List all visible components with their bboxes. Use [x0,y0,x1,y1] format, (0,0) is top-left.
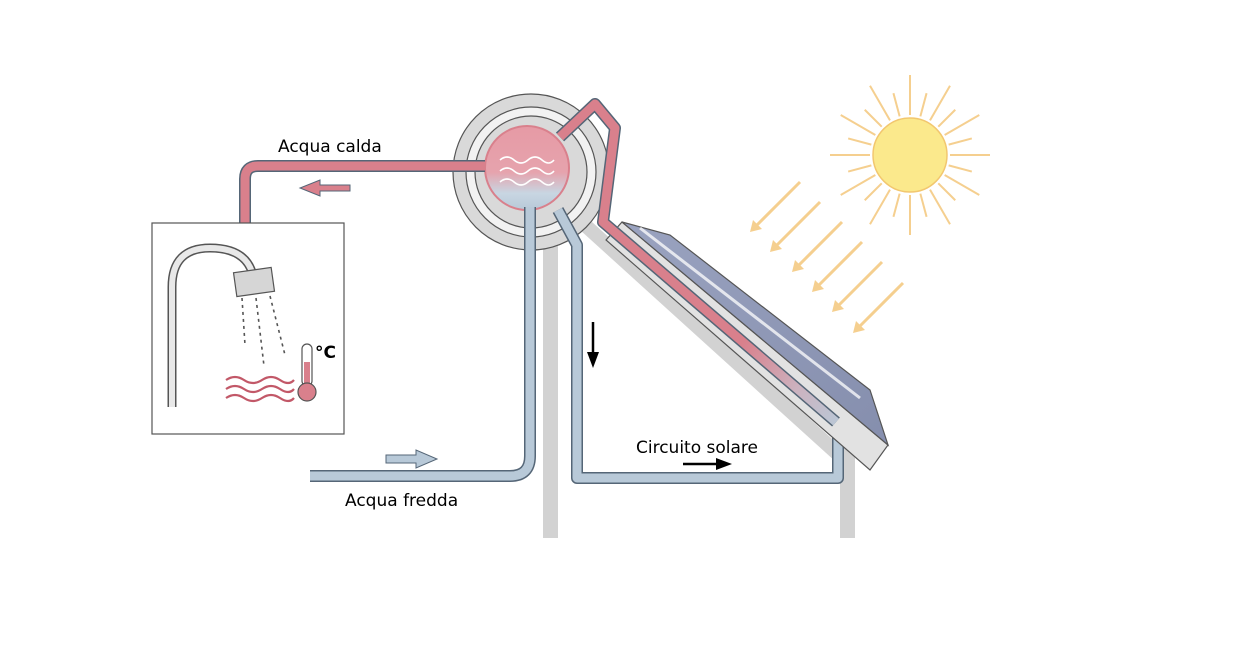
solar-circuit-down-arrow [587,322,599,368]
sunlight-arrow [754,180,802,228]
panel-support-beam [580,222,850,462]
sun-ray [944,174,980,196]
sunlight-arrow-head [853,321,865,333]
solar-circuit-label: Circuito solare [636,438,758,458]
sun-ray [937,109,956,128]
sun-ray [869,189,891,225]
sun-ray [919,92,928,117]
sun-ray [948,137,973,146]
shower-head [232,266,276,298]
water-spray [241,295,286,367]
sun-ray [892,193,901,218]
sun-ray [937,182,956,201]
sunlight-arrow [857,281,905,329]
sunlight-arrow-head [832,300,844,312]
temperature-unit-label: °C [315,343,336,363]
cold-water-label: Acqua fredda [345,491,458,511]
sun-ray [840,114,876,136]
sun-ray [919,193,928,218]
sunlight-arrows [750,180,905,333]
sun-ray [892,92,901,117]
thermometer-icon [297,343,317,402]
sun-ray [847,164,872,173]
cold-water-pipe [310,207,536,482]
sun-ray [840,174,876,196]
sun-ray [929,85,951,121]
sunlight-arrow [774,200,822,248]
sunlight-arrow [836,260,884,308]
sun-icon [830,75,990,235]
sunlight-arrow-head [770,240,782,252]
solar-circuit-right-arrow [683,458,732,470]
sunlight-arrow [796,220,844,268]
hot-water-waves-icon [225,375,295,403]
hot-water-label: Acqua calda [278,137,382,157]
sunlight-arrow-head [812,280,824,292]
sunlight-arrow-head [750,220,762,232]
sunlight-arrow [816,240,864,288]
sun-ray [944,114,980,136]
sun-ray [948,164,973,173]
sun-ray [869,85,891,121]
tank-support-post [543,235,558,538]
hot-water-pipe [239,160,485,225]
sun-ray [929,189,951,225]
sun-ray [864,182,883,201]
tank-water-waves [499,156,555,186]
shower-box: °C [151,222,345,435]
panel-glass [621,221,890,447]
solar-circuit-hot-pipe [555,98,840,427]
cold-water-flow-arrow [385,449,439,469]
sun-ray [864,109,883,128]
hot-water-flow-arrow [298,179,351,197]
sun-ray [847,137,872,146]
sunlight-arrow-head [792,260,804,272]
